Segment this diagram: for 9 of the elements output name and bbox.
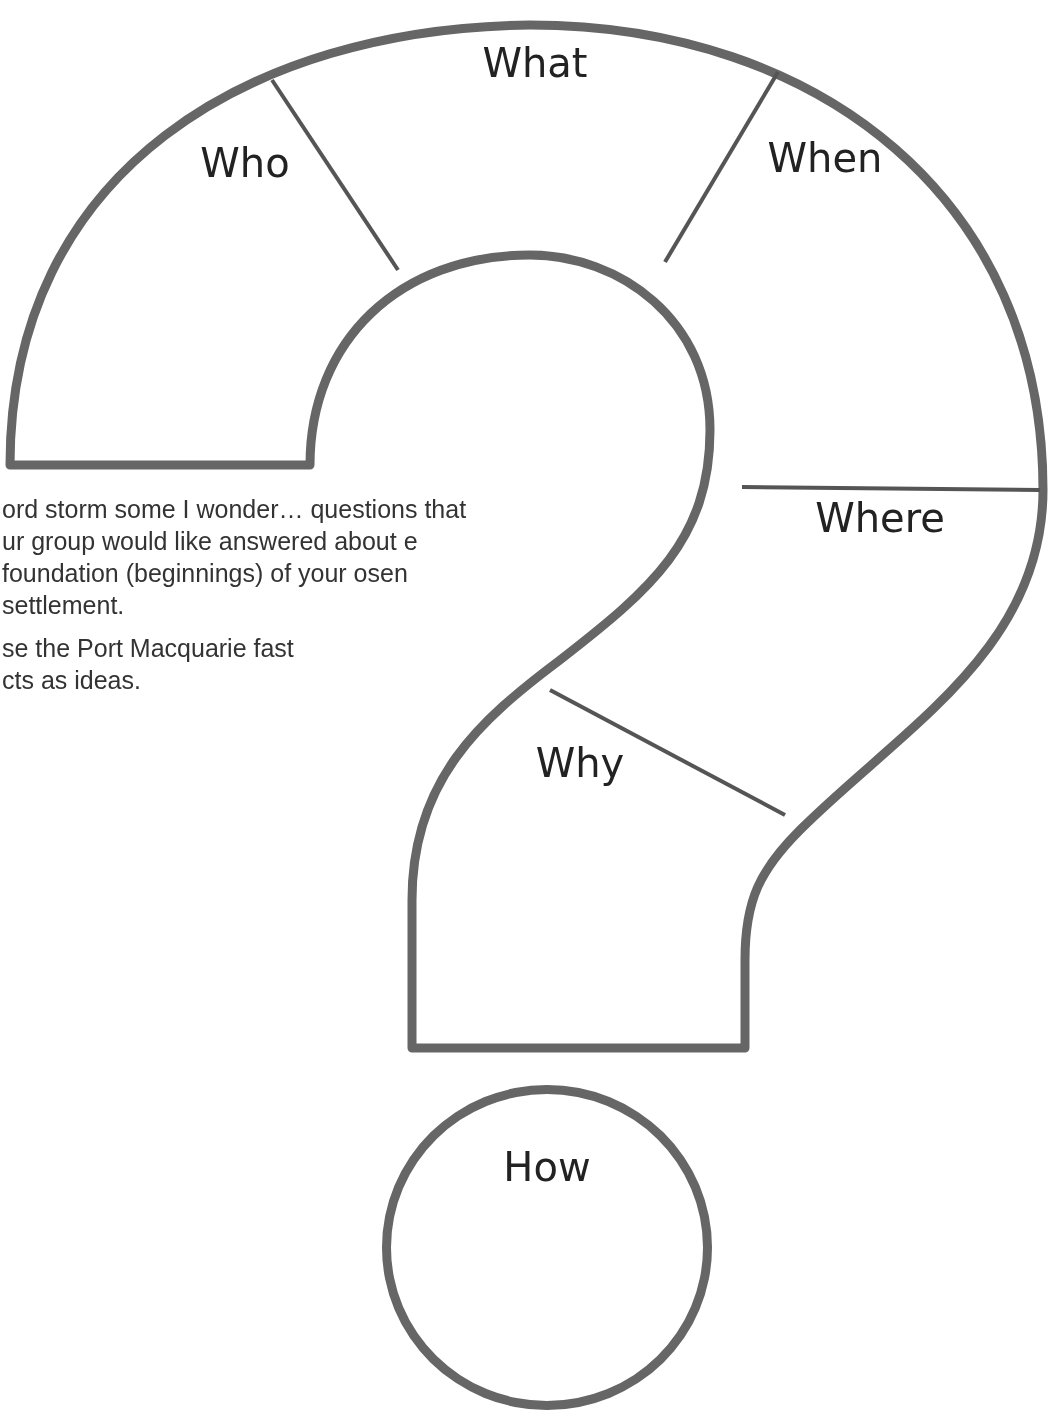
section-heading: Where — [815, 495, 945, 541]
instruction-text: ord storm some I wonder… questions that ur group would like answered about e foundation (beginnings) of your osen settlement. — [2, 494, 468, 621]
instruction-text: se the Port Macquarie fast cts as ideas. — [2, 633, 295, 696]
answer-circle — [382, 1085, 712, 1410]
section-heading: What — [482, 40, 588, 86]
section-heading: How — [503, 1144, 591, 1190]
section-heading: Who — [200, 140, 290, 186]
section-heading: When — [767, 135, 883, 181]
section-heading: Why — [535, 740, 625, 786]
